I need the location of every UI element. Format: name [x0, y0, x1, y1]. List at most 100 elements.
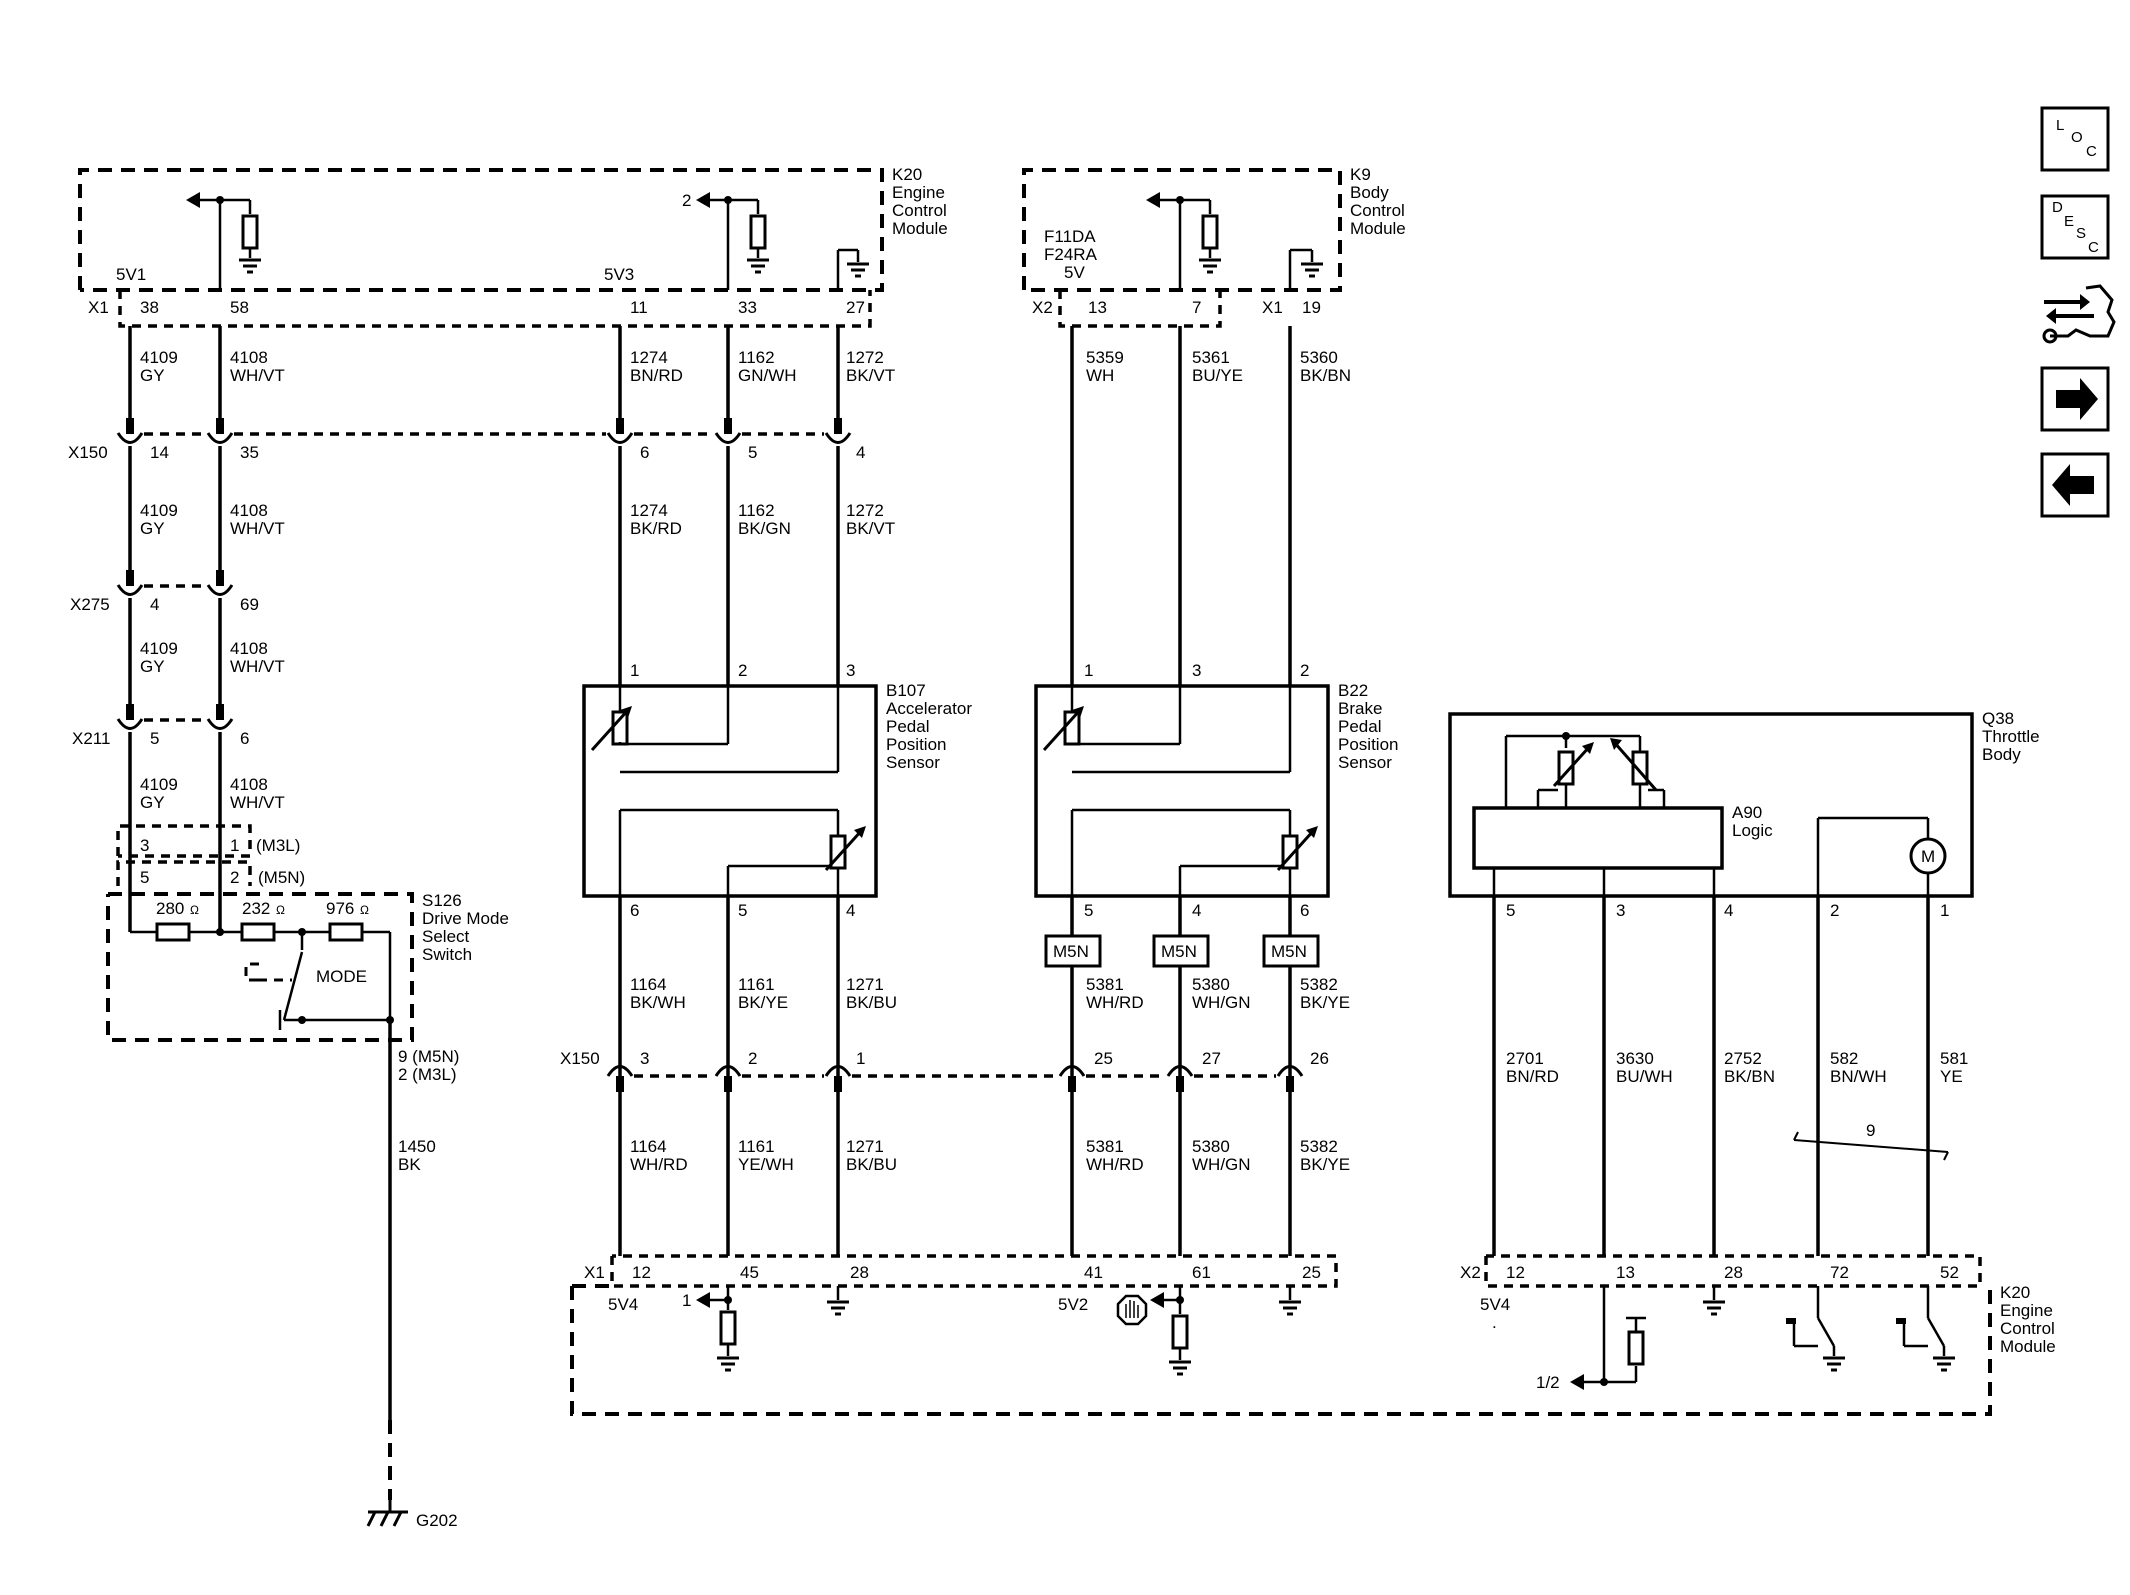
wire-28-color: WH/GN	[1192, 1155, 1251, 1174]
pin-q38-1: 1	[1940, 901, 1949, 920]
loc-c: C	[2086, 143, 2097, 160]
k20-bottom-l1: Engine	[2000, 1301, 2053, 1320]
pin-xb-25: 25	[1094, 1049, 1113, 1068]
wire-18-color: BK/WH	[630, 993, 686, 1012]
x150-lower-connector: X150 3 2 1 25 27 26	[560, 1049, 1329, 1094]
g202-label: G202	[416, 1511, 458, 1530]
pin-k20-11: 11	[630, 298, 648, 317]
r280-ohm: Ω	[190, 903, 199, 917]
v5v1-label: 5V1	[116, 265, 146, 284]
k9-l2: Control	[1350, 201, 1405, 220]
b22-ref: B22	[1338, 681, 1368, 700]
wire-6-num: 5359	[1086, 348, 1124, 367]
connector-wrench-icon[interactable]	[2042, 284, 2116, 344]
pin-k9-19: 19	[1302, 298, 1321, 317]
wire-10-num: 4108	[230, 501, 268, 520]
nav-desc-button[interactable]: D E S C	[2040, 194, 2110, 260]
pin-b22-6: 6	[1300, 901, 1309, 920]
pin-b107-5: 5	[738, 901, 747, 920]
q38-throttle-body: Q38 Throttle Body A90 Logic M 5	[1448, 709, 2040, 920]
wire-27-color: WH/RD	[1086, 1155, 1144, 1174]
v5v2-label: 5V2	[1058, 1295, 1088, 1314]
pin-k20c-52: 52	[1940, 1263, 1959, 1282]
k20-top-l1: Engine	[892, 183, 945, 202]
wire-27-num: 5381	[1086, 1137, 1124, 1156]
pin-b107-3: 3	[846, 661, 855, 680]
s126-switch-module: S126 Drive Mode Select Switch 280 Ω 232 …	[106, 891, 509, 1042]
pin-k20b-25: 25	[1302, 1263, 1321, 1282]
wire-31-num: 3630	[1616, 1049, 1654, 1068]
wire-23-color: BK/YE	[1300, 993, 1350, 1012]
wire-25-num: 1161	[738, 1137, 775, 1156]
pin-x150-14: 14	[150, 443, 169, 462]
m5n-option-boxes: M5N M5N M5N	[1044, 896, 1320, 968]
wire-26-color: BK/BU	[846, 1155, 897, 1174]
wire-30-color: BN/RD	[1506, 1067, 1559, 1086]
pin-s126-5: 5	[140, 868, 149, 887]
wire-11-num: 1274	[630, 501, 668, 520]
x150-lower-label: X150	[560, 1049, 600, 1068]
r976-ohm: Ω	[360, 903, 369, 917]
wire-3-color: BN/RD	[630, 366, 683, 385]
pin-x150-35: 35	[240, 443, 259, 462]
pin-b22-1: 1	[1084, 661, 1093, 680]
x150-upper-connector: X150 14 35 6 5 4	[68, 416, 865, 462]
b22-l4: Sensor	[1338, 753, 1392, 772]
pin-xb-26: 26	[1310, 1049, 1329, 1068]
wire-8-num: 5360	[1300, 348, 1338, 367]
pin-q38-5: 5	[1506, 901, 1515, 920]
s126-pins-1: 9 (M5N)	[398, 1047, 459, 1066]
b22-l1: Brake	[1338, 699, 1382, 718]
pin-xb-3: 3	[640, 1049, 649, 1068]
k20-top-module: K20 Engine Control Module X1 5V1 5V3 2	[78, 165, 948, 328]
arrow-left-icon[interactable]	[2040, 452, 2110, 518]
wire-21-color: WH/RD	[1086, 993, 1144, 1012]
pin-b107-1: 1	[630, 661, 639, 680]
b107-sensor: B107 Accelerator Pedal Position Sensor 1…	[582, 661, 972, 920]
f11da-label: F11DA	[1044, 227, 1096, 246]
pin-k20-38: 38	[140, 298, 159, 317]
b107-l1: Accelerator	[886, 699, 972, 718]
r232-label: 232	[242, 899, 270, 918]
wire-4-num: 1162	[738, 348, 775, 367]
s126-l1: Drive Mode	[422, 909, 509, 928]
wire-34-num: 581	[1940, 1049, 1968, 1068]
b107-l2: Pedal	[886, 717, 929, 736]
a90-ref: A90	[1732, 803, 1762, 822]
wire-33-color: BN/WH	[1830, 1067, 1887, 1086]
pin-x150-4: 4	[856, 443, 865, 462]
pin-k20-58: 58	[230, 298, 249, 317]
v5v3-label: 5V3	[604, 265, 634, 284]
wire-1-num: 4109	[140, 348, 178, 367]
desc-d: D	[2052, 199, 2063, 216]
k9-l1: Body	[1350, 183, 1389, 202]
pin-k9-7: 7	[1192, 298, 1201, 317]
b22-sensor: B22 Brake Pedal Position Sensor 1 3 2 5 …	[1034, 661, 1398, 920]
pin-k20c-72: 72	[1830, 1263, 1849, 1282]
loc-l: L	[2056, 117, 2064, 134]
v5v4-right-label: 5V4	[1480, 1295, 1510, 1314]
k20-top-l2: Control	[892, 201, 947, 220]
wire-17-color: WH/VT	[230, 793, 285, 812]
desc-s: S	[2076, 225, 2086, 242]
loc-o: O	[2071, 129, 2083, 146]
x275-connector: X275 4 69	[70, 568, 259, 614]
q38-l1: Throttle	[1982, 727, 2040, 746]
pin-x275-4: 4	[150, 595, 159, 614]
wire-20-color: BK/BU	[846, 993, 897, 1012]
wire-4-color: GN/WH	[738, 366, 797, 385]
wire-9-num: 4109	[140, 501, 178, 520]
pin-s126-1: 1	[230, 836, 239, 855]
motor-label: M	[1921, 847, 1935, 866]
resistor-232	[240, 922, 276, 942]
s126-ref: S126	[422, 891, 462, 910]
pin-b22-3: 3	[1192, 661, 1201, 680]
arrow-right-icon[interactable]	[2040, 366, 2110, 432]
k9-module: K9 Body Control Module X2 X1 F11DA F24RA…	[1022, 165, 1406, 328]
wire-3-num: 1274	[630, 348, 668, 367]
nav-loc-button[interactable]: L O C	[2040, 106, 2110, 172]
wire-12-color: BK/GN	[738, 519, 791, 538]
wire-31-color: BU/WH	[1616, 1067, 1673, 1086]
s126-pins-2: 2 (M3L)	[398, 1065, 457, 1084]
v5v4-left-label: 5V4	[608, 1295, 638, 1314]
